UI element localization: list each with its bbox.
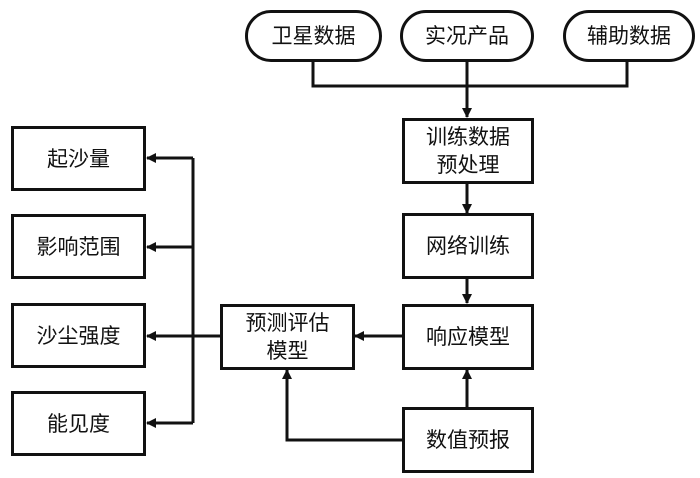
label: 卫星数据 bbox=[271, 24, 356, 48]
label: 起沙量 bbox=[47, 146, 110, 171]
label: 能见度 bbox=[47, 411, 110, 436]
output-bus bbox=[191, 158, 220, 423]
evaluate-model-box: 预测评估 模型 bbox=[220, 304, 355, 370]
nwp-box: 数值预报 bbox=[402, 407, 534, 473]
label-line2: 预处理 bbox=[436, 153, 500, 177]
label-line1: 训练数据 bbox=[426, 125, 510, 149]
output-dust-intensity: 沙尘强度 bbox=[11, 303, 146, 368]
input-satellite-data: 卫星数据 bbox=[245, 10, 382, 62]
label: 沙尘强度 bbox=[36, 323, 121, 348]
input-observed-products: 实况产品 bbox=[400, 10, 534, 62]
label: 网络训练 bbox=[426, 234, 510, 258]
label: 数值预报 bbox=[426, 428, 510, 452]
response-model-box: 响应模型 bbox=[402, 304, 534, 370]
label-line2: 模型 bbox=[266, 339, 309, 363]
input-bus bbox=[311, 60, 629, 88]
arrow-nwp-to-evaluate bbox=[282, 369, 402, 442]
input-auxiliary-data: 辅助数据 bbox=[563, 10, 695, 62]
label: 影响范围 bbox=[36, 234, 121, 259]
label: 辅助数据 bbox=[587, 24, 671, 48]
output-impact-range: 影响范围 bbox=[11, 214, 146, 279]
label-line1: 预测评估 bbox=[245, 311, 330, 335]
output-dust-emission: 起沙量 bbox=[11, 126, 146, 191]
label: 响应模型 bbox=[426, 325, 510, 349]
training-box: 网络训练 bbox=[402, 213, 534, 279]
preprocess-box: 训练数据 预处理 bbox=[402, 118, 534, 184]
output-visibility: 能见度 bbox=[11, 391, 146, 456]
label: 实况产品 bbox=[425, 24, 509, 48]
